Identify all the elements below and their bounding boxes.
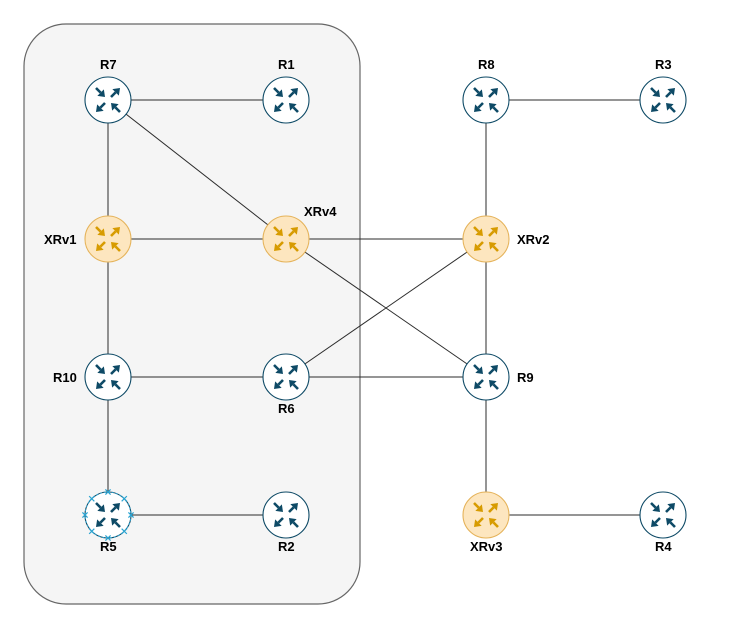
router-r4-icon[interactable]: [639, 491, 687, 539]
router-r10-icon[interactable]: [84, 353, 132, 401]
router-label-xrv4: XRv4: [304, 204, 337, 219]
router-label-r3: R3: [655, 57, 672, 72]
link-r7-xrv4[interactable]: [107, 99, 287, 240]
router-label-r10: R10: [53, 370, 77, 385]
router-label-r2: R2: [278, 539, 295, 554]
router-label-xrv1: XRv1: [44, 232, 77, 247]
router-r2-icon[interactable]: [262, 491, 310, 539]
link-xrv2-r6[interactable]: [285, 238, 487, 378]
router-xrv2-icon[interactable]: [462, 215, 510, 263]
router-label-r1: R1: [278, 57, 295, 72]
router-r8-icon[interactable]: [462, 76, 510, 124]
router-label-xrv3: XRv3: [470, 539, 503, 554]
router-r1-icon[interactable]: [262, 76, 310, 124]
router-xrv3-icon[interactable]: [462, 491, 510, 539]
router-label-r6: R6: [278, 401, 295, 416]
router-r6-icon[interactable]: [262, 353, 310, 401]
router-label-xrv2: XRv2: [517, 232, 550, 247]
router-label-r8: R8: [478, 57, 495, 72]
router-label-r9: R9: [517, 370, 534, 385]
router-label-r4: R4: [655, 539, 672, 554]
router-label-r5: R5: [100, 539, 117, 554]
router-label-r7: R7: [100, 57, 117, 72]
router-xrv1-icon[interactable]: [84, 215, 132, 263]
router-r5-icon[interactable]: [84, 491, 132, 539]
router-xrv4-icon[interactable]: [262, 215, 310, 263]
router-r3-icon[interactable]: [639, 76, 687, 124]
router-r7-icon[interactable]: [84, 76, 132, 124]
router-r9-icon[interactable]: [462, 353, 510, 401]
